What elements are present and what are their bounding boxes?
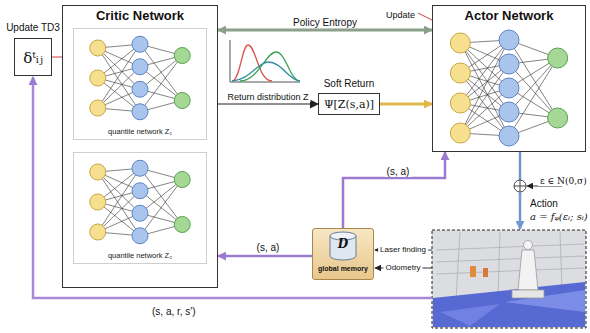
- noise-formula: ε ∈ N(0,σ): [538, 176, 589, 186]
- action-label: Action: [528, 198, 560, 209]
- network-neuron: [132, 205, 148, 221]
- label-holder: Update: [384, 4, 417, 22]
- state-action-arrow: [343, 152, 445, 228]
- laser-ray: [505, 290, 585, 312]
- network-neuron: [499, 102, 519, 122]
- action-line: [519, 152, 522, 180]
- soft-return-arrow: [380, 103, 432, 106]
- soft-return-formula: Ψ[Z(s,a)]: [324, 97, 374, 113]
- edge-label-holder: (s, a): [385, 161, 412, 179]
- label-holder: Odometry: [383, 256, 422, 274]
- sum-symbol-cross: [514, 180, 526, 192]
- edge-label-holder: Policy Entropy: [291, 12, 359, 30]
- network-neuron: [174, 172, 190, 188]
- global-memory-box: Dglobal memory: [312, 228, 374, 280]
- edge-label-holder: Return distribution Z: [225, 86, 310, 104]
- network-neuron: [90, 224, 106, 240]
- network-neuron: [132, 228, 148, 244]
- box-heading: Update TD3: [6, 20, 60, 35]
- box-heading: Soft Return: [324, 77, 375, 91]
- cylinder-body: [330, 236, 356, 260]
- sensor-label: Laser finding: [378, 245, 428, 254]
- statue-body: [518, 250, 538, 290]
- network-neuron: [132, 36, 148, 52]
- network-neuron: [548, 48, 568, 68]
- memory-caption: global memory: [318, 264, 368, 273]
- network-neuron: [132, 81, 148, 97]
- edge-label: Return distribution Z: [225, 92, 310, 102]
- td-error-symbol: δᵗᵢⱼ: [23, 48, 43, 68]
- distribution-curve: [232, 62, 300, 81]
- network-neuron: [499, 54, 519, 74]
- policy-entropy-arrow: [218, 29, 432, 32]
- network-neuron: [174, 48, 190, 64]
- simulation-frame: [432, 230, 586, 328]
- network-neuron: [90, 100, 106, 116]
- sensor-label: Odometry: [383, 263, 422, 272]
- quantile-network-panel: quantile network Z₂: [73, 152, 207, 264]
- edge-label-holder: (s, a): [255, 237, 282, 255]
- label-holder: ε ∈ N(0,σ): [538, 170, 589, 188]
- network-neuron: [90, 70, 106, 86]
- actor-network-box: Actor Network: [432, 5, 586, 152]
- network-neuron: [450, 93, 470, 113]
- network-neuron: [499, 78, 519, 98]
- td-update-box: Update TD3δᵗᵢⱼ: [14, 38, 52, 76]
- critic-network-box: Critic Network quantile network Z₁ quantil…: [62, 5, 218, 288]
- box-title: Critic Network: [96, 8, 184, 24]
- memory-symbol: D: [338, 236, 348, 252]
- neural-network-drawing: [74, 153, 206, 251]
- panel-caption: quantile network Z₁: [108, 127, 172, 137]
- transition-label: (s, a, r, s'): [150, 306, 198, 317]
- sum-symbol: [514, 180, 526, 192]
- network-neuron: [499, 30, 519, 50]
- plot-axis: [230, 40, 300, 82]
- state-action-arrow: [218, 255, 312, 258]
- update-leader: [418, 13, 432, 20]
- laser-ray: [440, 304, 500, 326]
- label-holder: (s, a, r, s'): [150, 301, 198, 319]
- network-neuron: [132, 183, 148, 199]
- simulation-illustration: [432, 230, 586, 328]
- action-line: [519, 192, 522, 229]
- quantile-network-panel: quantile network Z₁: [73, 28, 207, 140]
- return-distribution-arrow: [218, 103, 318, 104]
- edge-label: Policy Entropy: [291, 17, 359, 28]
- network-neuron: [90, 40, 106, 56]
- network-neuron: [132, 104, 148, 120]
- network-neuron: [90, 194, 106, 210]
- network-neuron: [450, 123, 470, 143]
- neural-network-drawing: [74, 29, 206, 127]
- network-neuron: [174, 93, 190, 109]
- network-neuron: [132, 59, 148, 75]
- network-neuron: [499, 126, 519, 146]
- statue-head: [524, 241, 533, 250]
- update-link: [52, 57, 62, 58]
- label-holder: Action: [528, 193, 560, 211]
- network-neuron: [450, 63, 470, 83]
- return-distribution-plot: [230, 40, 300, 82]
- network-neuron: [174, 217, 190, 233]
- action-formula: a = fᵩ(εᵢ; sᵢ): [528, 211, 590, 222]
- edge-label: (s, a): [385, 166, 412, 177]
- panel-caption: quantile network Z₂: [108, 251, 172, 261]
- update-label: Update: [384, 10, 417, 20]
- network-neuron: [90, 164, 106, 180]
- scene-object: [470, 266, 476, 277]
- network-neuron: [132, 160, 148, 176]
- network-neuron: [548, 108, 568, 128]
- box-title: Actor Network: [465, 8, 554, 24]
- soft-return-box: Soft ReturnΨ[Z(s,a)]: [318, 93, 380, 115]
- scene-object: [483, 268, 488, 277]
- laser-floor: [433, 282, 585, 327]
- label-holder: Laser finding: [378, 238, 428, 256]
- edge-label: (s, a): [255, 242, 282, 253]
- statue-base: [512, 290, 544, 298]
- network-neuron: [450, 33, 470, 53]
- neural-network-drawing: [433, 6, 585, 152]
